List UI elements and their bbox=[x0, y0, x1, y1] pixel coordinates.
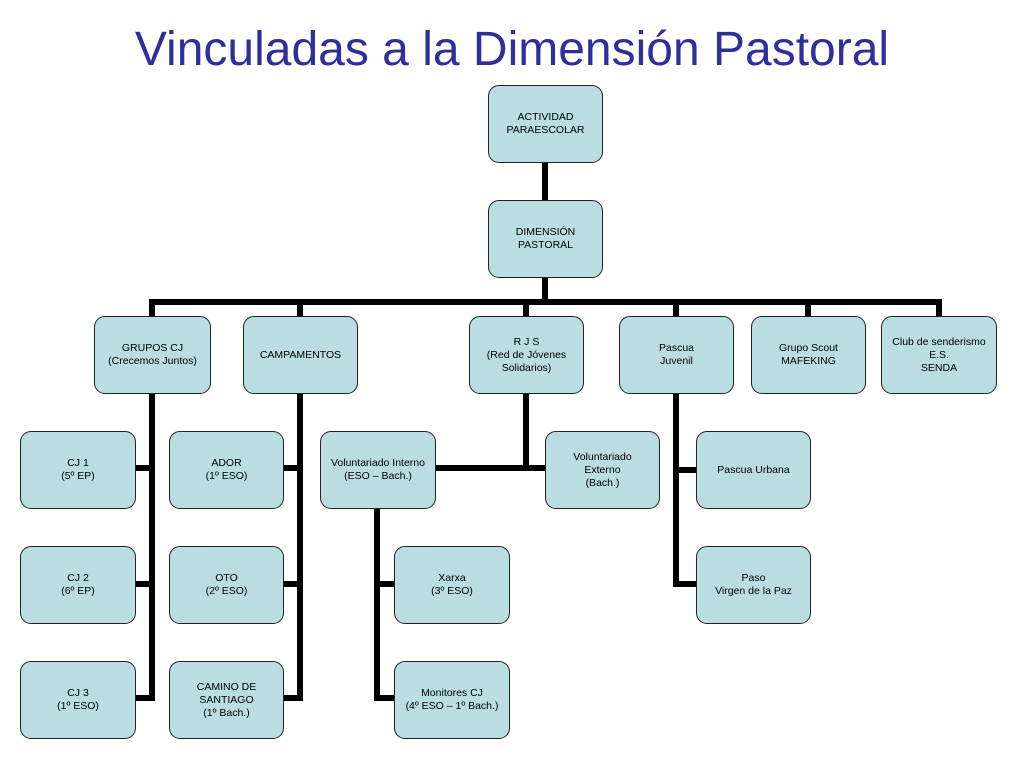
node-voluntariado-externo: Voluntariado Externo (Bach.) bbox=[545, 431, 660, 509]
node-dimension-pastoral: DIMENSIÓN PASTORAL bbox=[488, 200, 603, 278]
node-oto: OTO (2º ESO) bbox=[169, 546, 284, 624]
node-cj3: CJ 3 (1º ESO) bbox=[20, 661, 136, 739]
node-voluntariado-interno: Voluntariado Interno (ESO – Bach.) bbox=[320, 431, 436, 509]
node-xarxa: Xarxa (3º ESO) bbox=[394, 546, 510, 624]
node-rjs: R J S (Red de Jóvenes Solidarios) bbox=[469, 316, 584, 394]
node-monitores-cj: Monitores CJ (4º ESO – 1º Bach.) bbox=[394, 661, 510, 739]
node-pascua-urbana: Pascua Urbana bbox=[696, 431, 811, 509]
node-pascua-juvenil: Pascua Juvenil bbox=[619, 316, 734, 394]
node-ador: ADOR (1º ESO) bbox=[169, 431, 284, 509]
node-cj1: CJ 1 (5º EP) bbox=[20, 431, 136, 509]
node-paso-virgen-paz: Paso Virgen de la Paz bbox=[696, 546, 811, 624]
node-campamentos: CAMPAMENTOS bbox=[243, 316, 358, 394]
node-grupos-cj: GRUPOS CJ (Crecemos Juntos) bbox=[94, 316, 211, 394]
slide-title: Vinculadas a la Dimensión Pastoral bbox=[134, 23, 890, 76]
node-cj2: CJ 2 (6º EP) bbox=[20, 546, 136, 624]
node-actividad-paraescolar: ACTIVIDAD PARAESCOLAR bbox=[488, 85, 603, 163]
node-club-senderismo: Club de senderismo E.S. SENDA bbox=[881, 316, 997, 394]
node-grupo-scout: Grupo Scout MAFEKING bbox=[751, 316, 866, 394]
node-camino-santiago: CAMINO DE SANTIAGO (1º Bach.) bbox=[169, 661, 284, 739]
